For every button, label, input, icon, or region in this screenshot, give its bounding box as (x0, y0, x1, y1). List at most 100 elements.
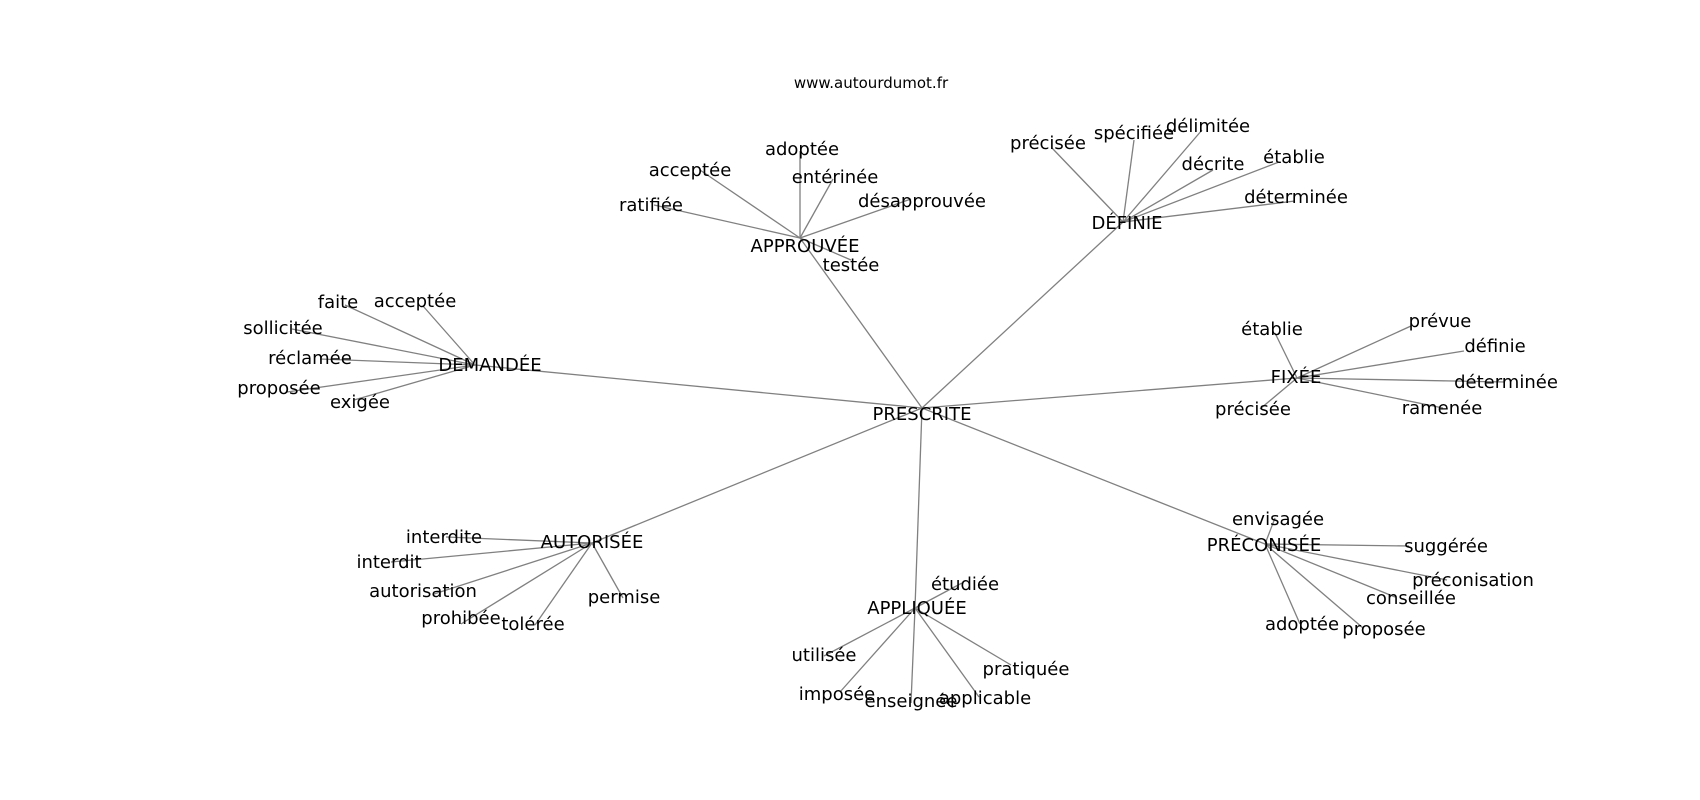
leaf-preconisee-envisagee: envisagée (1232, 509, 1324, 530)
edge-preconisee-suggeree (1264, 543, 1410, 547)
leaf-preconisee-proposee: proposée (1342, 619, 1425, 640)
leaf-definie-precisee: précisée (1010, 133, 1086, 154)
edge-fixee-ramenee (1296, 377, 1444, 409)
leaf-preconisee-conseillee: conseillée (1366, 588, 1456, 609)
leaf-appliquee-etudiee: étudiée (931, 574, 999, 595)
edge-fixee-prevue (1296, 325, 1412, 379)
leaf-approuvee-acceptee: acceptée (649, 160, 732, 181)
node-preconisee: PRÉCONISÉE (1207, 534, 1321, 556)
edge-definie-etablie (1122, 161, 1280, 223)
edge-definie-decrite (1122, 169, 1214, 223)
edge-fixee-etablie (1274, 332, 1298, 379)
leaf-demandee-proposee: proposée (237, 378, 320, 399)
leaf-fixee-determinee: déterminée (1454, 372, 1558, 393)
edge-definie-determinee (1122, 200, 1296, 223)
edge-approuvee-ratifiee (653, 204, 801, 239)
leaf-approuvee-ratifiee: ratifiée (619, 195, 683, 216)
edge-definie-specifiee (1122, 139, 1135, 223)
site-url: www.autourdumot.fr (794, 74, 949, 92)
edge-prescrite-approuvee (799, 237, 923, 409)
edge-approuvee-acceptee (699, 169, 801, 239)
edge-autorisee-toleree (534, 542, 593, 626)
leaf-fixee-ramenee: ramenée (1402, 398, 1483, 419)
leaf-appliquee-applicable: applicable (939, 688, 1031, 709)
leaf-autorisee-interdite: interdite (406, 527, 482, 548)
leaf-definie-specifiee: spécifiée (1094, 123, 1174, 144)
leaf-autorisee-prohibee: prohibée (421, 608, 500, 629)
leaf-autorisee-autorisation: autorisation (369, 581, 477, 602)
leaf-definie-delimitee: délimitée (1166, 116, 1250, 137)
edge-demandee-reclamee (319, 358, 476, 366)
edge-appliquee-pratiquee (914, 607, 1012, 666)
leaf-approuvee-testee: testée (823, 255, 880, 276)
edge-definie-precisee (1051, 147, 1124, 223)
edge-autorisee-permise (591, 542, 624, 599)
node-demandee: DEMANDÉE (438, 354, 541, 376)
edge-prescrite-fixee (921, 377, 1298, 409)
leaf-demandee-reclamee: réclamée (268, 348, 352, 369)
edge-demandee-proposee (286, 364, 476, 393)
edge-autorisee-prohibee (460, 542, 593, 625)
leaf-preconisee-preconisation: préconisation (1412, 570, 1534, 591)
edge-preconisee-proposee (1264, 543, 1364, 629)
labels-layer: PRESCRITE APPROUVÉE adoptée acceptée entérin… (237, 116, 1558, 712)
edge-prescrite-preconisee (921, 407, 1266, 545)
edge-preconisee-envisagee (1264, 517, 1276, 545)
edge-prescrite-definie (921, 221, 1124, 409)
edge-appliquee-applicable (914, 607, 980, 698)
edge-preconisee-preconisation (1264, 543, 1448, 581)
leaf-demandee-sollicitee: sollicitée (243, 318, 323, 339)
edge-preconisee-adoptee (1264, 543, 1301, 625)
leaf-approuvee-adoptee: adoptée (765, 139, 839, 160)
leaf-approuvee-enterinee: entérinée (792, 167, 879, 188)
edge-demandee-sollicitee (291, 328, 476, 366)
leaf-appliquee-enseignee: enseignée (865, 691, 958, 712)
edge-demandee-exigee (353, 364, 476, 401)
edge-fixee-precisee (1259, 377, 1298, 410)
leaf-appliquee-imposee: imposée (799, 684, 876, 705)
leaf-appliquee-pratiquee: pratiquée (983, 659, 1070, 680)
edge-fixee-determinee (1296, 377, 1506, 383)
edge-demandee-faite (344, 304, 476, 366)
leaf-autorisee-permise: permise (588, 587, 661, 608)
node-fixee: FIXÉE (1271, 366, 1322, 388)
leaf-approuvee-desapprouvee: désapprouvée (858, 191, 986, 212)
edge-autorisee-autorisation (433, 542, 593, 595)
leaf-demandee-faite: faite (318, 292, 359, 313)
leaf-autorisee-toleree: tolérée (501, 614, 564, 635)
leaf-appliquee-utilisee: utilisée (792, 645, 857, 666)
edge-autorisee-interdit (390, 542, 593, 563)
edge-appliquee-utilisee (823, 607, 916, 657)
leaf-autorisee-interdit: interdit (356, 552, 421, 573)
leaf-definie-etablie: établie (1263, 147, 1325, 168)
edge-approuvee-enterinee (799, 178, 834, 239)
leaf-fixee-etablie: établie (1241, 319, 1303, 340)
edge-autorisee-interdite (445, 536, 593, 544)
edge-approuvee-desapprouvee (799, 198, 912, 239)
edges-layer (286, 129, 1506, 704)
leaf-fixee-prevue: prévue (1409, 311, 1472, 332)
leaf-preconisee-suggeree: suggérée (1404, 536, 1488, 557)
edge-appliquee-imposee (839, 607, 916, 693)
edge-fixee-definie (1296, 350, 1465, 379)
edge-appliquee-enseignee (910, 607, 916, 704)
edge-prescrite-appliquee (914, 407, 923, 609)
leaf-definie-determinee: déterminée (1244, 187, 1348, 208)
node-approuvee: APPROUVÉE (751, 235, 860, 257)
node-definie: DÉFINIE (1091, 212, 1162, 234)
leaf-demandee-exigee: exigée (330, 392, 390, 413)
leaf-fixee-definie: définie (1464, 336, 1525, 357)
node-autorisee: AUTORISÉE (541, 531, 644, 553)
edge-prescrite-autorisee (591, 407, 923, 544)
node-prescrite: PRESCRITE (873, 404, 972, 425)
leaf-preconisee-adoptee: adoptée (1265, 614, 1339, 635)
leaf-definie-decrite: décrite (1182, 154, 1245, 175)
edge-approuvee-testee (799, 237, 852, 261)
edge-demandee-acceptee (422, 305, 476, 366)
node-appliquee: APPLIQUÉE (867, 597, 966, 619)
leaf-demandee-acceptee: acceptée (374, 291, 457, 312)
edge-appliquee-etudiee (914, 582, 963, 609)
edge-preconisee-conseillee (1264, 543, 1396, 598)
edge-prescrite-demandee (474, 364, 923, 409)
